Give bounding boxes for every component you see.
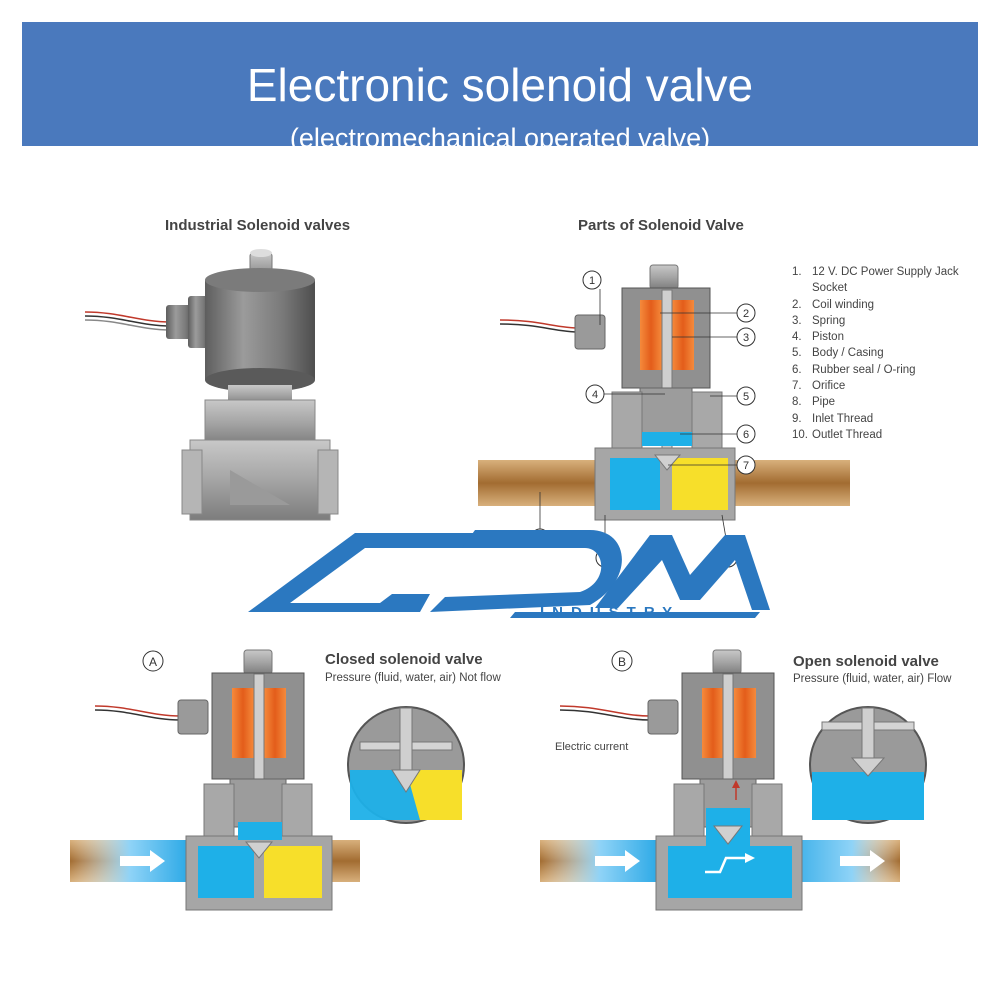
callout-8: 8 xyxy=(537,533,543,545)
legend-item: 8.Pipe xyxy=(792,396,836,409)
part-callouts: 1 2 3 4 5 6 7 8 9 10 xyxy=(530,270,756,568)
callout-9: 9 xyxy=(602,553,608,565)
legend-item: 3.Spring xyxy=(792,314,846,327)
legend-item: 1.12 V. DC Power Supply Jack Socket xyxy=(792,266,959,295)
logo-text: INDUSTRY xyxy=(540,604,680,621)
legend-item: 7.Orifice xyxy=(792,380,846,393)
legend-item: 9.Inlet Thread xyxy=(792,412,874,425)
legend-item: 6.Rubber seal / O-ring xyxy=(792,363,916,376)
legend-item: 5.Body / Casing xyxy=(792,347,884,360)
callout-2: 2 xyxy=(743,308,749,320)
marker-b: B xyxy=(618,655,626,669)
electric-current-label: Electric current xyxy=(555,741,629,753)
legend-item: 4.Piston xyxy=(792,331,844,344)
closed-valve-title: Closed solenoid valve xyxy=(325,651,483,668)
page-title: Electronic solenoid valve xyxy=(246,59,754,111)
legend-item: 2.Coil winding xyxy=(792,298,875,311)
callout-10: 10 xyxy=(722,554,734,565)
legend-item: 10.Outlet Thread xyxy=(792,428,883,441)
title-banner: Electronic solenoid valve (electromechan… xyxy=(22,22,978,153)
adm-industry-logo: INDUSTRY xyxy=(248,530,770,621)
open-valve-caption: Pressure (fluid, water, air) Flow xyxy=(793,673,952,685)
closed-valve-diagram: A xyxy=(70,649,465,911)
parts-title: Parts of Solenoid Valve xyxy=(578,217,744,234)
parts-legend: 1.12 V. DC Power Supply Jack Socket 2.Co… xyxy=(792,264,962,443)
open-valve-title: Open solenoid valve xyxy=(793,653,939,670)
page-subtitle: (electromechanical operated valve) xyxy=(289,123,711,153)
closed-valve-caption: Pressure (fluid, water, air) Not flow xyxy=(325,672,501,684)
open-valve-diagram: B xyxy=(540,649,927,911)
industrial-valve-photo xyxy=(84,249,339,521)
callout-1: 1 xyxy=(589,275,595,287)
marker-a: A xyxy=(149,655,157,669)
industrial-valves-title: Industrial Solenoid valves xyxy=(165,217,351,234)
callout-7: 7 xyxy=(743,460,749,472)
callout-4: 4 xyxy=(592,389,598,401)
callout-6: 6 xyxy=(743,429,749,441)
callout-3: 3 xyxy=(743,332,749,344)
callout-5: 5 xyxy=(743,391,749,403)
